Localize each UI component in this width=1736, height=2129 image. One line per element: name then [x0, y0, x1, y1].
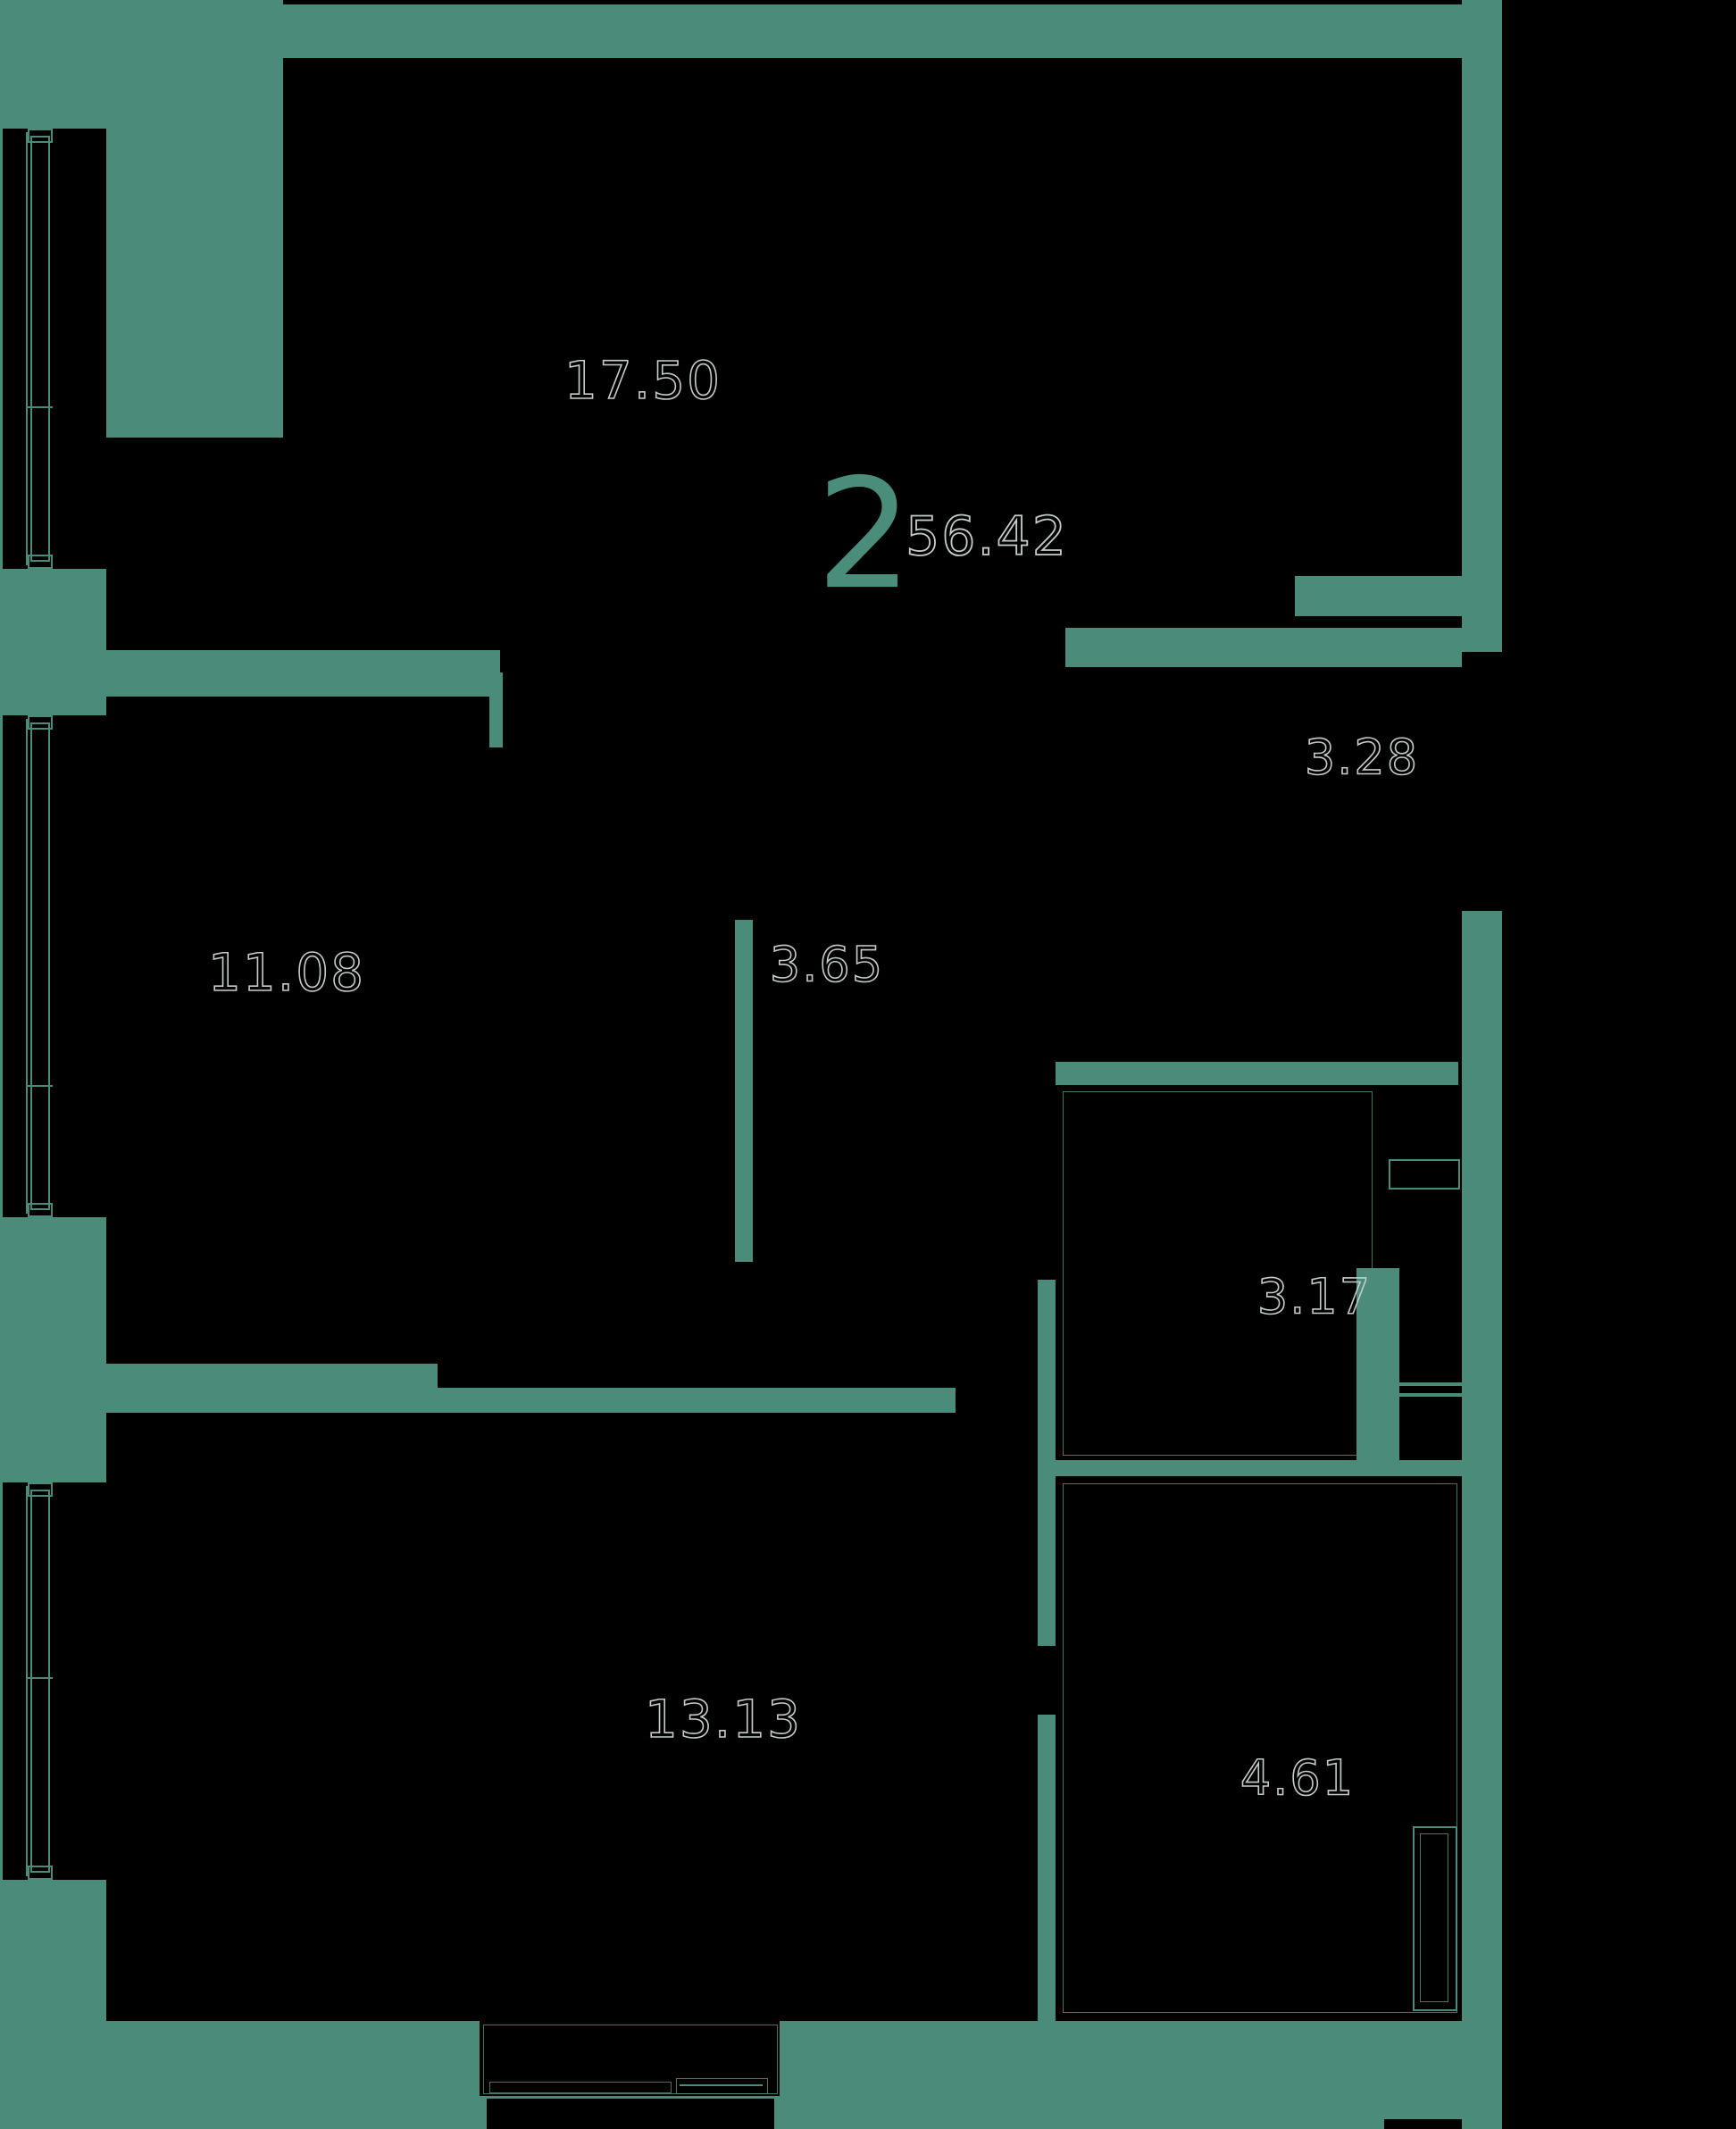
window-transom — [28, 1677, 53, 1679]
bath-niche-line — [1399, 1393, 1462, 1397]
wall-living-hallway-b — [1065, 628, 1462, 667]
window-frame — [30, 1490, 50, 1873]
window-transom — [28, 1085, 53, 1087]
wall-right-column-top — [1462, 0, 1502, 652]
label-rooms-count: 2 — [815, 447, 914, 624]
label-area-bedroom: 11.08 — [207, 941, 366, 1004]
wall-top-strip — [283, 4, 1462, 58]
bottom-edge-line — [1384, 2119, 1736, 2129]
label-area-bathroom2: 4.61 — [1239, 1749, 1356, 1808]
window-frame — [30, 722, 50, 1210]
label-area-bedroom2: 13.13 — [644, 1688, 803, 1750]
room-fill-bathrooms — [1056, 1062, 1462, 2021]
window-frame — [30, 136, 50, 562]
label-area-living: 17.50 — [563, 349, 722, 412]
window-outer-line — [26, 132, 28, 565]
window-cap-icon — [28, 555, 53, 569]
wall-bedroom-bedroom2-b — [438, 1388, 753, 1413]
wall-bath-bath2 — [1056, 1460, 1462, 1476]
window-bedroom2 — [3, 1482, 106, 1880]
window-outer-line — [26, 719, 28, 1214]
contour-bathroom — [1063, 1091, 1373, 1456]
room-fill-bedroom2 — [106, 1364, 1038, 2021]
adjacent-block-fill — [1502, 0, 1736, 2129]
label-area-bathroom: 3.17 — [1256, 1268, 1373, 1326]
bath-window-icon — [1389, 1159, 1460, 1190]
window-bedroom — [3, 715, 106, 1217]
balcony-door-icon — [676, 2078, 768, 2094]
bath2-window-icon — [1413, 1826, 1457, 2011]
wall-corridor-left — [735, 920, 753, 1262]
bath2-window-inner — [1420, 1833, 1448, 2002]
wall-bedroom2-bath2 — [1038, 1715, 1056, 2018]
balcony-fill — [480, 2021, 780, 2096]
label-area-corridor: 3.65 — [769, 936, 885, 994]
window-outer-line — [26, 1486, 28, 1876]
window-cap-icon — [28, 129, 53, 143]
balcony-door-line — [680, 2084, 763, 2086]
label-total-area: 56.42 — [905, 505, 1068, 569]
bath-niche-line — [1399, 1382, 1462, 1386]
label-area-hallway: 3.28 — [1304, 729, 1420, 787]
wall-hallway-bath — [1056, 1062, 1458, 1085]
room-fill-bedroom — [106, 438, 753, 1364]
contour-balcony — [483, 2025, 778, 2094]
window-transom — [28, 406, 53, 408]
window-cap-icon — [28, 1482, 53, 1497]
wall-living-hallway-a — [1295, 576, 1462, 616]
balcony-window-icon — [489, 2082, 672, 2093]
wall-corridor-bedroom2 — [753, 1388, 956, 1413]
window-cap-icon — [28, 1203, 53, 1217]
window-cap-icon — [28, 715, 53, 730]
balcony-slab — [487, 2099, 774, 2129]
wall-living-bedroom — [98, 650, 500, 697]
wall-chunk-bath — [1356, 1268, 1399, 1460]
window-living — [3, 129, 106, 569]
window-cap-icon — [28, 1866, 53, 1880]
wall-bedroom-bedroom2-a — [106, 1364, 438, 1413]
wall-step — [489, 672, 503, 747]
wall-right-column-bottom — [1462, 911, 1502, 2129]
contour-bathroom2 — [1063, 1483, 1457, 2013]
wall-corridor-bath — [1038, 1280, 1056, 1646]
